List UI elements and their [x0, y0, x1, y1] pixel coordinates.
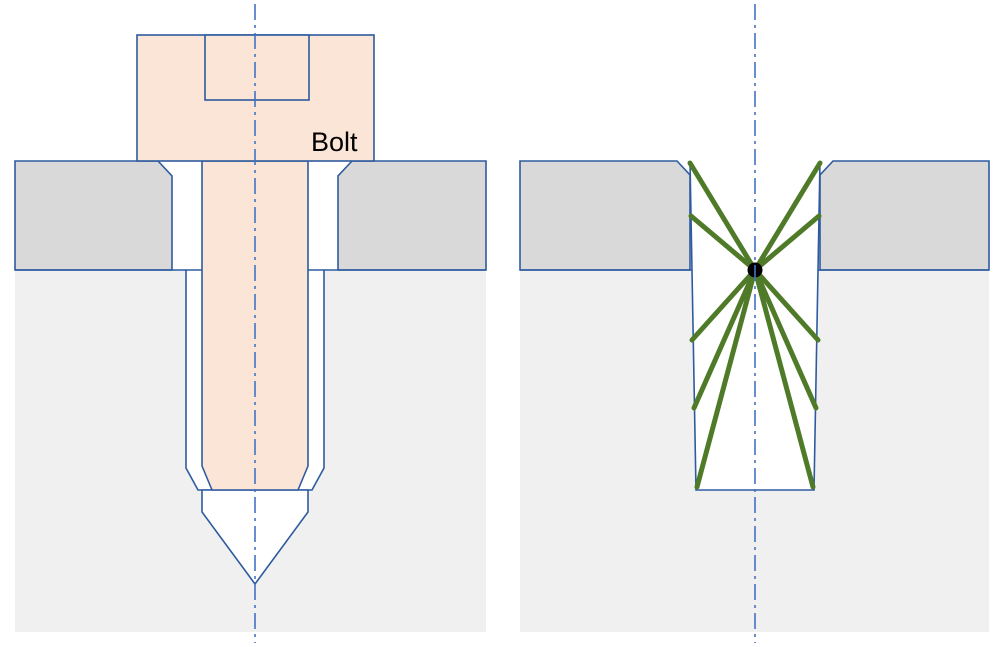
spider-beams [687, 160, 823, 490]
clamped-plate-left-right-panel [519, 160, 691, 271]
spider-beam [752, 160, 823, 273]
clamped-plate-right-right-panel [819, 160, 990, 271]
spider-beam [688, 213, 758, 273]
spider-beam [691, 267, 758, 411]
bolt-section-panel: Bolt [14, 4, 487, 643]
spider-beam [689, 267, 758, 343]
bolt-label: Bolt [311, 127, 358, 157]
spider-idealization-panel [519, 4, 990, 643]
spider-beam [694, 267, 758, 490]
spider-beam [752, 267, 821, 343]
spider-beam [752, 213, 822, 273]
clamped-plate-left [14, 160, 173, 271]
spider-beam [752, 267, 819, 411]
clamped-plate-right [337, 160, 487, 271]
spider-beam [687, 160, 758, 273]
bolt-socket-recess [204, 34, 310, 101]
spider-beam [752, 267, 816, 490]
